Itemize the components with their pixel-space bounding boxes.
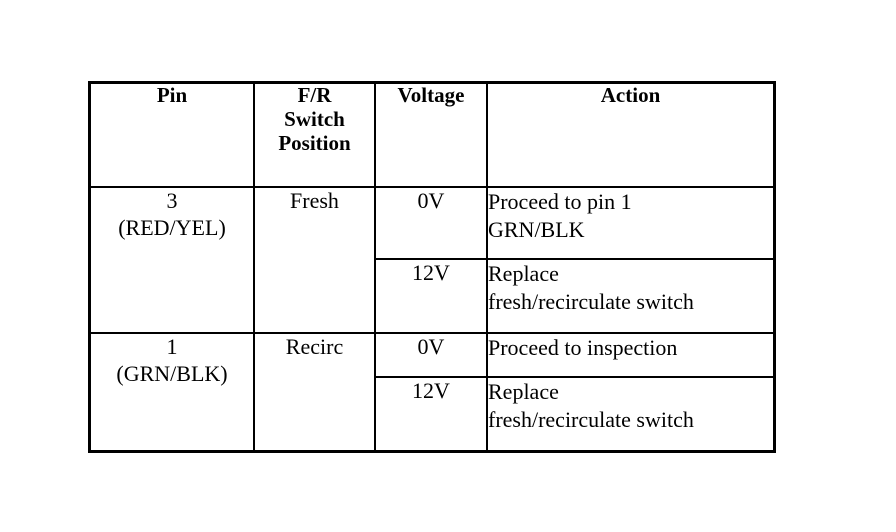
cell-voltage-g1-r2: 12V xyxy=(374,258,488,334)
cell-voltage-g2-r1: 0V xyxy=(374,332,488,378)
column-header-pin: Pin xyxy=(89,82,255,188)
cell-switch-position-group-1: Fresh xyxy=(253,186,376,334)
cell-action-g2-r1: Proceed to inspection xyxy=(486,332,775,378)
diagnostic-table: Pin F/R Switch Position Voltage Action 3… xyxy=(88,81,776,453)
table-header-row: Pin F/R Switch Position Voltage Action xyxy=(89,82,775,188)
table-row: 12V Replace fresh/recirculate switch xyxy=(90,376,775,452)
table-row: 1 (GRN/BLK) Recirc 0V Proceed to inspect… xyxy=(89,332,775,452)
cell-pin-group-2: 1 (GRN/BLK) xyxy=(89,332,255,452)
cell-voltage-g1-r1: 0V xyxy=(374,186,488,260)
cell-pin-group-1: 3 (RED/YEL) xyxy=(89,186,255,334)
table-row: 3 (RED/YEL) Fresh 0V Proceed to pin 1 GR… xyxy=(89,186,775,334)
column-header-switch-position: F/R Switch Position xyxy=(253,82,376,188)
column-header-action: Action xyxy=(486,82,775,188)
cell-action-g2-r2: Replace fresh/recirculate switch xyxy=(486,376,775,452)
column-header-voltage: Voltage xyxy=(374,82,488,188)
cell-action-g1-r2: Replace fresh/recirculate switch xyxy=(486,258,775,334)
table-row: 12V Replace fresh/recirculate switch xyxy=(90,258,775,334)
cell-voltage-g2-r2: 12V xyxy=(374,376,488,452)
cell-action-g1-r1: Proceed to pin 1 GRN/BLK xyxy=(486,186,775,260)
cell-switch-position-group-2: Recirc xyxy=(253,332,376,452)
